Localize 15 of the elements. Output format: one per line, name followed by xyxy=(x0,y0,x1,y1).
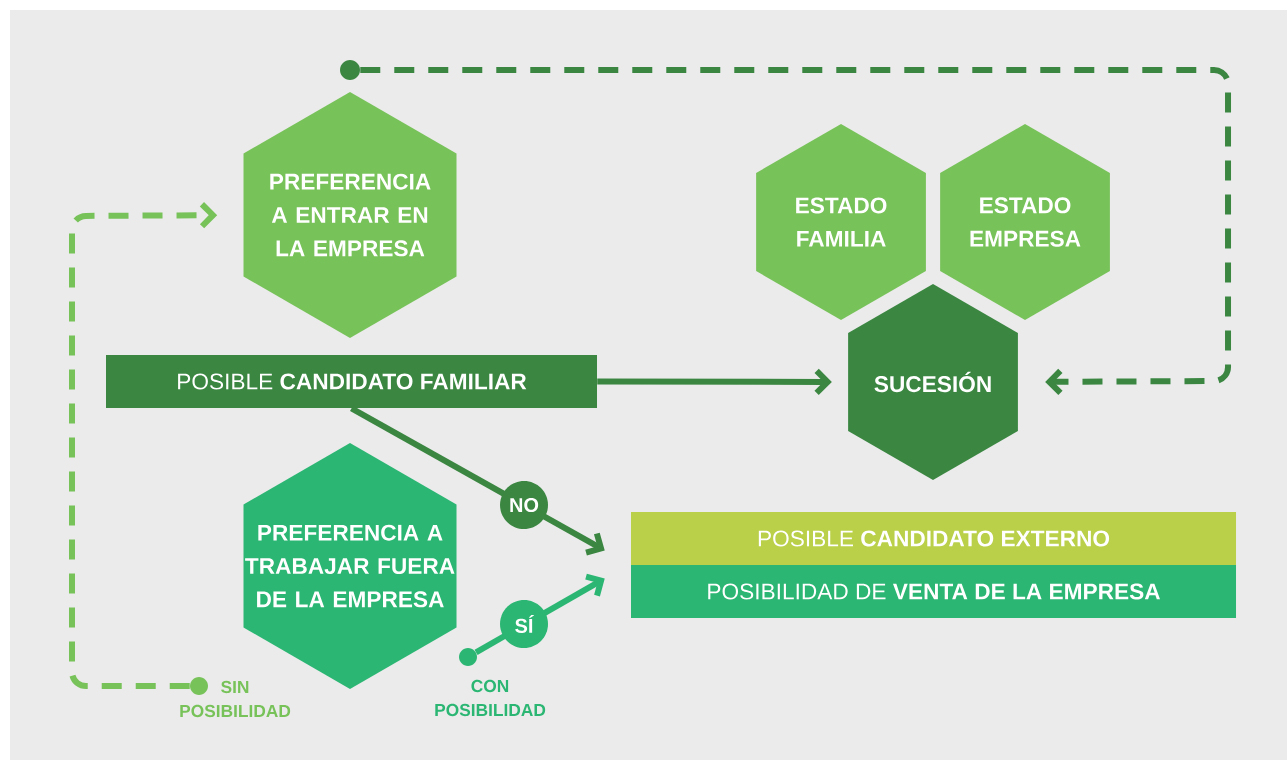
hexagon: ESTADO FAMILIA xyxy=(756,124,926,320)
hexagon: SUCESIÓN xyxy=(848,284,1018,480)
edge-label: NO xyxy=(500,481,548,529)
arrow xyxy=(597,368,832,396)
hexagon: ESTADO EMPRESA xyxy=(940,124,1110,320)
arrow xyxy=(69,202,218,689)
hexagon: PREFERENCIA A ENTRAR EN LA EMPRESA xyxy=(243,92,457,338)
arrow xyxy=(360,67,1231,395)
label-bar: POSIBLE CANDIDATO EXTERNO xyxy=(631,512,1236,565)
dot xyxy=(340,60,360,80)
label-bar: POSIBILIDAD DE VENTA DE LA EMPRESA xyxy=(631,565,1236,618)
edge-label: SÍ xyxy=(500,600,548,648)
dot xyxy=(190,677,208,695)
dot xyxy=(459,648,477,666)
label-bar: POSIBLE CANDIDATO FAMILIAR xyxy=(106,355,597,408)
